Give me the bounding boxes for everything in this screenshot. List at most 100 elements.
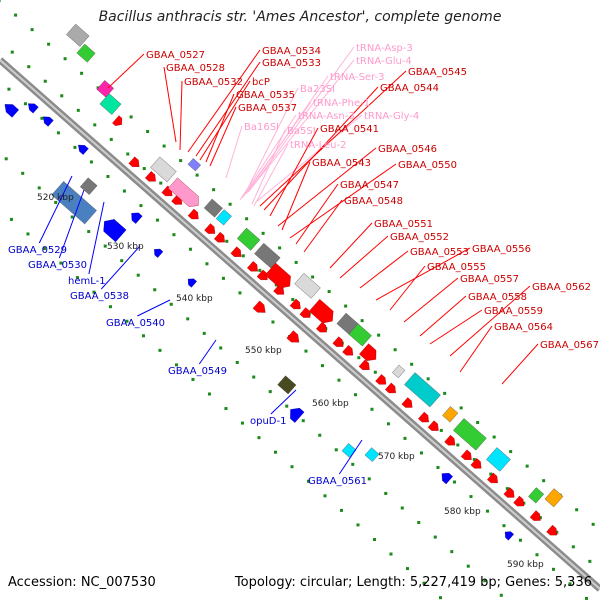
tick-dot: [106, 174, 110, 178]
tick-dot: [439, 428, 443, 432]
gene-shape: [375, 374, 387, 385]
tick-dot: [290, 465, 294, 469]
scale-label: 590 kbp: [507, 560, 544, 570]
gene-shape: [460, 449, 472, 460]
tick-dot: [422, 581, 426, 585]
forward-gene-label: GBAA_0541: [320, 124, 379, 135]
tick-dot: [417, 521, 421, 525]
gene-shape: [444, 434, 456, 446]
forward-gene-arrow: [401, 397, 413, 408]
gene-shape: [332, 336, 344, 347]
tick-dot: [245, 217, 249, 221]
forward-gene-label: GBAA_0533: [262, 58, 321, 69]
feature-shape: [348, 323, 372, 347]
leader-line: [359, 250, 409, 289]
feature-shape: [528, 487, 545, 504]
tick-dot: [188, 247, 192, 251]
gene-shape: [286, 330, 300, 343]
tick-dot: [80, 71, 84, 75]
tick-dot: [353, 393, 357, 397]
tick-dot: [551, 567, 555, 571]
tick-dot: [273, 450, 277, 454]
reverse-gene-arrow: [78, 144, 89, 155]
tick-dot: [410, 362, 414, 366]
tick-dot: [70, 215, 74, 219]
forward-gene-label: Ba5SI: [287, 126, 316, 137]
tick-dot: [502, 524, 506, 528]
leader-line: [209, 106, 237, 167]
reverse-gene-label: GBAA_0538: [70, 291, 129, 302]
forward-gene-arrow: [342, 345, 354, 356]
feature-block: [348, 323, 372, 347]
forward-gene-label: GBAA_0558: [468, 292, 527, 303]
forward-gene-label: tRNA-Asp-3: [356, 43, 413, 54]
reverse-gene-arrow: [43, 116, 54, 127]
tick-dot: [30, 28, 34, 32]
forward-gene-label: GBAA_0553: [410, 247, 469, 258]
feature-shape: [150, 156, 177, 183]
forward-gene-label: GBAA_0559: [484, 306, 543, 317]
tick-dot: [26, 232, 30, 236]
leader-line: [389, 265, 426, 311]
reverse-gene-label: hemL-1: [68, 276, 106, 287]
feature-block: [277, 375, 297, 395]
forward-gene-arrow: [375, 374, 387, 385]
leader-line: [449, 285, 531, 357]
tick-dot: [509, 450, 513, 454]
tick-dot: [575, 508, 579, 512]
feature-block: [364, 447, 380, 462]
forward-gene-arrow: [460, 449, 472, 460]
tick-dot: [158, 348, 162, 352]
gene-shape: [316, 321, 327, 333]
gene-shape: [252, 300, 266, 313]
leader-line: [205, 93, 235, 163]
forward-gene-label: GBAA_0548: [344, 196, 403, 207]
scale-label: 580 kbp: [444, 507, 481, 517]
tick-dot: [241, 254, 245, 258]
tick-dot: [344, 304, 348, 308]
tick-dot: [377, 333, 381, 337]
forward-gene-label: GBAA_0552: [390, 232, 449, 243]
tick-dot: [426, 377, 430, 381]
gene-shape: [290, 408, 305, 423]
feature-shape: [277, 375, 297, 395]
tick-dot: [186, 317, 190, 321]
forward-gene-arrow: [503, 487, 515, 498]
gene-shape: [247, 261, 258, 272]
forward-gene-label: GBAA_0546: [378, 144, 437, 155]
leader-line: [339, 235, 389, 279]
feature-shape: [544, 488, 564, 508]
tick-dot: [356, 523, 360, 527]
forward-gene-label: GBAA_0544: [380, 83, 439, 94]
tick-dot: [472, 458, 476, 462]
tick-dot: [339, 508, 343, 512]
tick-dot: [59, 261, 63, 265]
tick-dot: [370, 407, 374, 411]
forward-gene-label: bcP: [252, 77, 270, 88]
tick-dot: [476, 420, 480, 424]
tick-dot: [320, 364, 324, 368]
reverse-gene-label: GBAA_0530: [28, 260, 87, 271]
gene-shape: [128, 156, 140, 167]
leader-line: [38, 175, 73, 244]
tick-dot: [405, 567, 409, 571]
feature-shape: [215, 209, 232, 226]
reverse-gene-arrow: [103, 219, 127, 243]
forward-gene-label: tRNA-Glu-4: [356, 56, 412, 67]
forward-gene-label: GBAA_0557: [460, 274, 519, 285]
forward-gene-arrow: [167, 177, 199, 207]
gene-shape: [4, 104, 19, 118]
gene-shape: [256, 269, 268, 281]
tick-dot: [212, 188, 216, 192]
tick-dot: [357, 356, 361, 360]
tick-dot: [136, 273, 140, 277]
gene-shape: [546, 524, 558, 536]
leader-line: [163, 66, 177, 143]
tick-dot: [92, 290, 96, 294]
forward-gene-label: tRNA-Ser-3: [330, 72, 385, 83]
tick-dot: [291, 297, 295, 301]
leader-line: [137, 299, 171, 317]
feature-shape: [404, 372, 441, 408]
scale-label: 520 kbp: [37, 193, 74, 203]
